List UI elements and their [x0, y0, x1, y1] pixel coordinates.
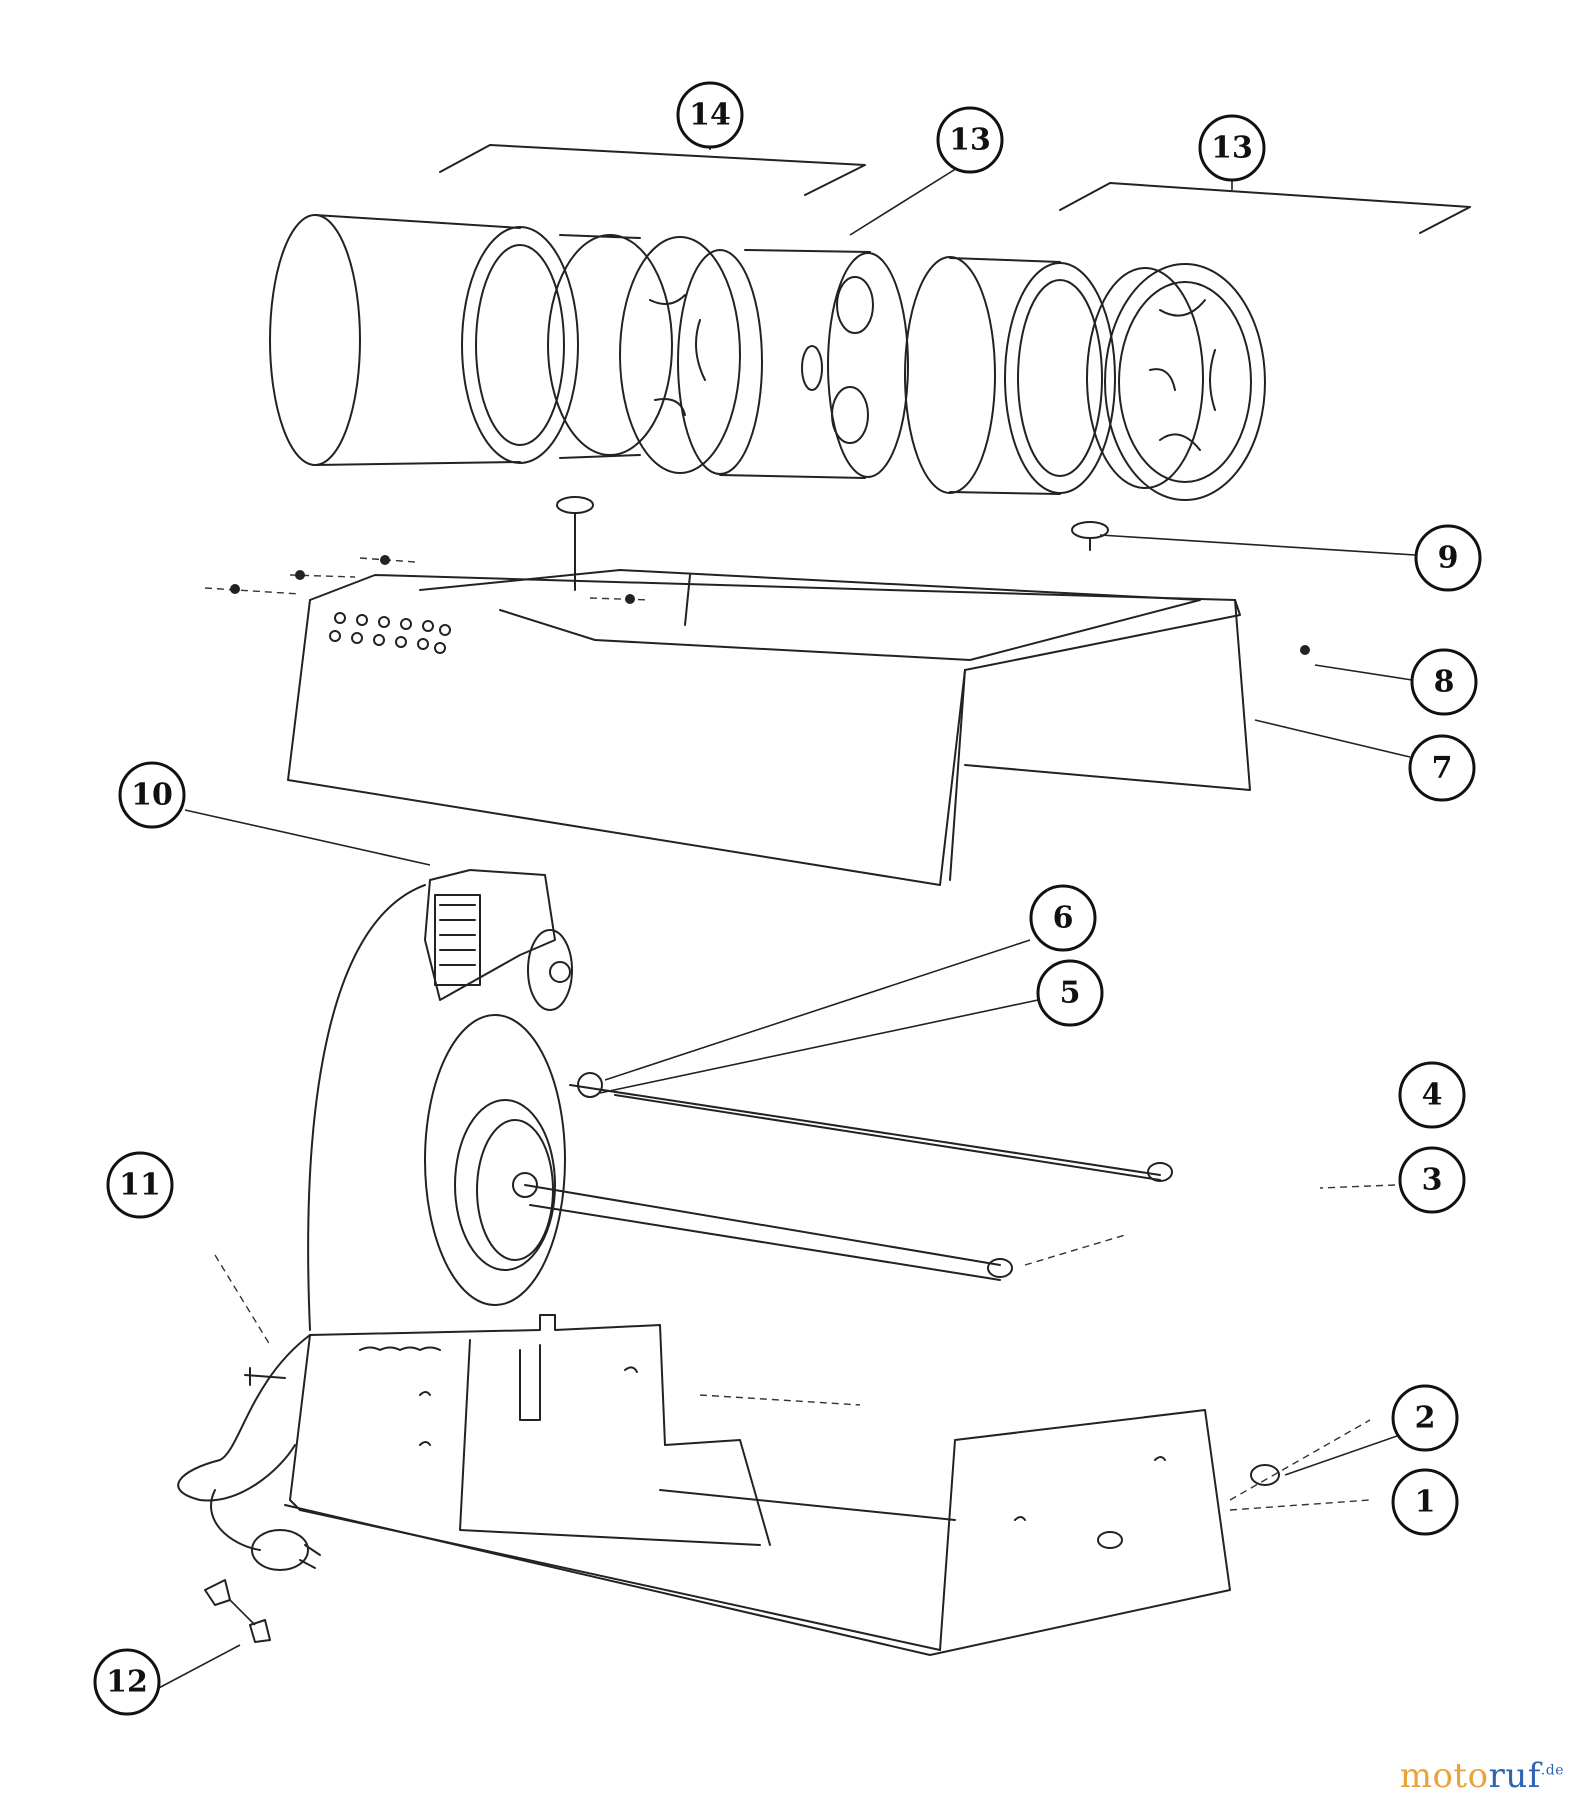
watermark-logo: motoruf.de [1400, 1756, 1564, 1796]
svg-text:5: 5 [1060, 976, 1081, 1011]
callout-13-left: 13 [936, 106, 1004, 174]
svg-text:11: 11 [119, 1168, 161, 1203]
callout-6: 6 [1029, 884, 1097, 952]
svg-text:1: 1 [1415, 1485, 1436, 1520]
watermark-suffix: .de [1540, 1762, 1564, 1779]
filter-drum-assembly [269, 144, 1471, 501]
svg-text:8: 8 [1434, 665, 1455, 700]
svg-text:3: 3 [1422, 1163, 1443, 1198]
svg-text:7: 7 [1432, 751, 1453, 786]
svg-text:14: 14 [689, 98, 731, 133]
leader-lines [154, 140, 1416, 1691]
callout-7: 7 [1408, 734, 1476, 802]
callout-4: 4 [1398, 1061, 1466, 1129]
motor [307, 869, 573, 1331]
callout-3: 3 [1398, 1146, 1466, 1214]
svg-text:2: 2 [1415, 1401, 1436, 1436]
svg-text:10: 10 [131, 778, 173, 813]
base-frame [177, 1314, 1371, 1656]
fan-and-axle [424, 1014, 1173, 1306]
svg-text:9: 9 [1438, 541, 1459, 576]
svg-text:13: 13 [949, 123, 991, 158]
callout-14: 14 [676, 81, 744, 149]
callout-9: 9 [1414, 524, 1482, 592]
callout-11: 11 [106, 1151, 174, 1219]
callout-12: 12 [93, 1648, 161, 1716]
callout-1: 1 [1391, 1468, 1459, 1536]
housing-cover [204, 496, 1310, 886]
callout-2: 2 [1391, 1384, 1459, 1452]
svg-text:4: 4 [1422, 1078, 1443, 1113]
callout-5: 5 [1036, 959, 1104, 1027]
watermark-part2: ruf [1488, 1756, 1541, 1796]
callout-10: 10 [118, 761, 186, 829]
callout-8: 8 [1410, 648, 1478, 716]
callout-13-right: 13 [1198, 114, 1266, 182]
watermark-part1: moto [1399, 1756, 1489, 1796]
svg-text:12: 12 [106, 1665, 148, 1700]
svg-text:13: 13 [1211, 131, 1253, 166]
svg-text:6: 6 [1053, 901, 1074, 936]
